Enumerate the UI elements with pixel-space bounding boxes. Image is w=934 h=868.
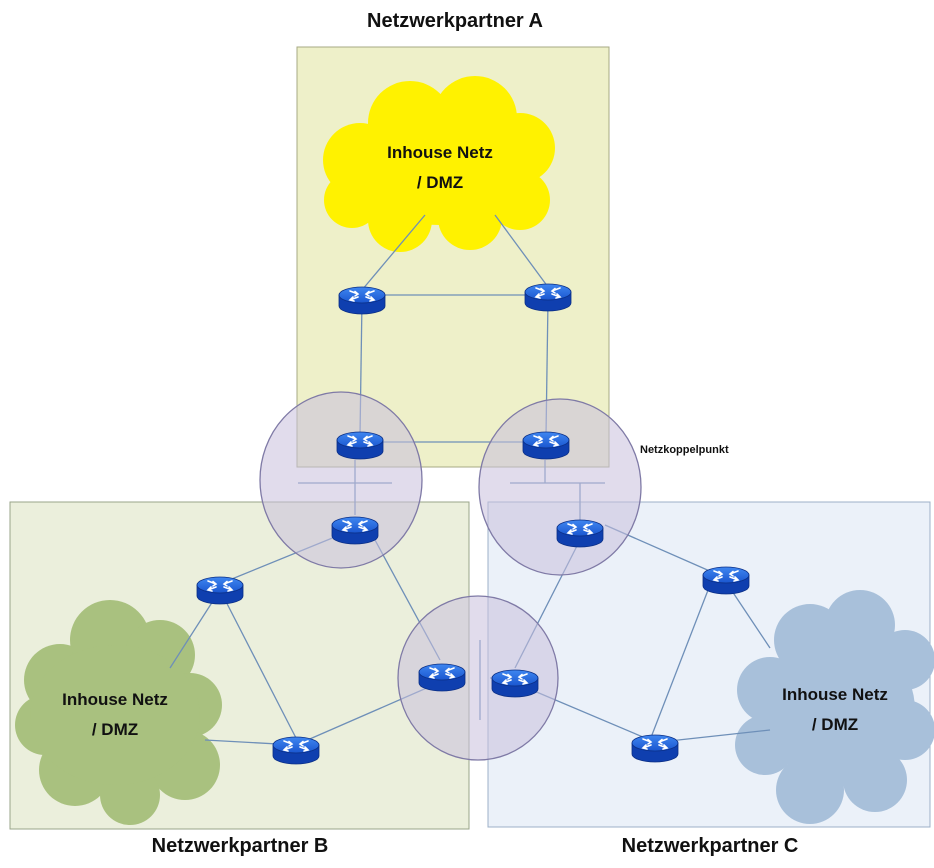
router-icon xyxy=(641,738,669,750)
koppelpunkt-a-c xyxy=(478,398,642,576)
router-icon xyxy=(534,287,562,299)
koppelpunkt-a-b xyxy=(259,391,423,569)
router-a-left xyxy=(338,286,386,315)
router-icon xyxy=(348,290,376,302)
koppelpunkt-b-c xyxy=(397,595,559,761)
router-c-border xyxy=(491,669,539,698)
router-b-gateway xyxy=(331,516,379,545)
router-ac-top xyxy=(522,431,570,460)
router-b-2 xyxy=(272,736,320,765)
cloud-b-line1: Inhouse Netz xyxy=(62,690,168,709)
router-icon xyxy=(712,570,740,582)
router-a-right xyxy=(524,283,572,312)
cloud-a-line2: / DMZ xyxy=(416,173,464,192)
router-c-2 xyxy=(631,734,679,763)
cloud-b xyxy=(15,600,222,825)
title-partner-c: Netzwerkpartner C xyxy=(621,835,799,857)
router-icon xyxy=(346,435,374,447)
cloud-a-label: Inhouse Netz / DMZ xyxy=(350,138,530,198)
router-c-gateway xyxy=(556,519,604,548)
cloud-b-line2: / DMZ xyxy=(91,720,139,739)
cloud-c-label: Inhouse Netz / DMZ xyxy=(750,680,920,740)
cloud-a xyxy=(323,76,555,252)
title-partner-b: Netzwerkpartner B xyxy=(151,835,329,857)
cloud-c xyxy=(735,590,934,824)
title-partner-a: Netzwerkpartner A xyxy=(367,10,543,32)
router-ab-top xyxy=(336,431,384,460)
cloud-c-line2: / DMZ xyxy=(811,715,859,734)
router-b-border xyxy=(418,663,466,692)
router-icon xyxy=(206,580,234,592)
router-icon xyxy=(282,740,310,752)
router-icon xyxy=(428,667,456,679)
router-b-1 xyxy=(196,576,244,605)
cloud-c-line1: Inhouse Netz xyxy=(782,685,888,704)
routers xyxy=(196,283,750,765)
netzkoppelpunkt-label: Netzkoppelpunkt xyxy=(640,444,729,456)
koppelpunkte xyxy=(259,391,642,761)
router-icon xyxy=(501,673,529,685)
router-icon xyxy=(532,435,560,447)
router-c-1 xyxy=(702,566,750,595)
router-icon xyxy=(566,523,594,535)
router-icon xyxy=(341,520,369,532)
cloud-b-label: Inhouse Netz / DMZ xyxy=(30,685,200,745)
cloud-a-line1: Inhouse Netz xyxy=(387,143,493,162)
